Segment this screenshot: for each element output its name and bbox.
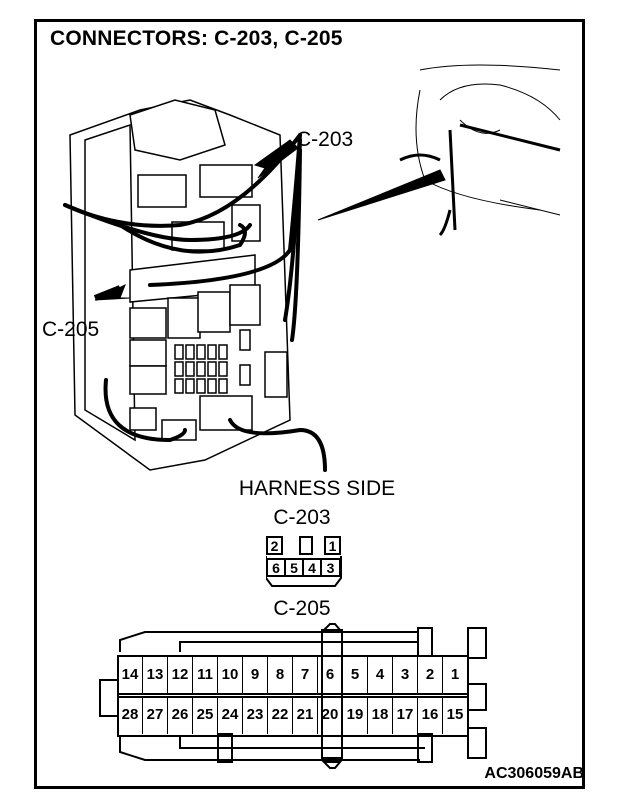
relay (229, 284, 261, 326)
c203-arrow (253, 139, 299, 179)
harness-side-label: HARNESS SIDE (238, 477, 396, 500)
c205-pin: 28 (118, 696, 143, 734)
diagram-frame (34, 19, 585, 789)
c205-pin: 16 (418, 696, 443, 734)
c205-pin: 15 (443, 696, 468, 734)
c205-pin: 6 (318, 656, 343, 694)
c205-pin: 26 (168, 696, 193, 734)
dashboard-location-inset (415, 64, 561, 216)
upper-connector (137, 174, 187, 208)
c205-pin: 25 (193, 696, 218, 734)
fuse-array (174, 329, 288, 398)
c205-pin: 10 (218, 656, 243, 694)
c205-pin: 13 (143, 656, 168, 694)
relay (129, 339, 167, 367)
c205-pin: 9 (243, 656, 268, 694)
upper-connector (199, 164, 253, 198)
c205-pin: 27 (143, 696, 168, 734)
dashboard-harness (399, 123, 561, 237)
c205-pin: 17 (393, 696, 418, 734)
c205-label: C-205 (273, 597, 331, 620)
c205-pin: 18 (368, 696, 393, 734)
c205-pin: 5 (343, 656, 368, 694)
c205-pin: 24 (218, 696, 243, 734)
diagram-title: CONNECTORS: C-203, C-205 (50, 27, 343, 50)
c205-pin: 12 (168, 656, 193, 694)
c205-pin: 4 (368, 656, 393, 694)
c205-pin: 19 (343, 696, 368, 734)
callout-c203: C-203 (296, 128, 354, 151)
c205-pin: 1 (443, 656, 468, 694)
c203-pin: 2 (266, 536, 283, 555)
figure-id: AC306059AB (484, 765, 584, 782)
c205-pin: 14 (118, 656, 143, 694)
c203-label: C-203 (273, 506, 331, 529)
c205-pin: 3 (393, 656, 418, 694)
callout-arrows (93, 139, 446, 301)
lower-connector (199, 395, 253, 431)
lower-connector (161, 419, 197, 441)
relay (129, 365, 167, 395)
harness-wires (63, 133, 327, 472)
relay (129, 307, 167, 339)
c205-pin: 22 (268, 696, 293, 734)
c205-pin: 23 (243, 696, 268, 734)
location-pointer (317, 169, 446, 221)
c205-pin: 11 (193, 656, 218, 694)
c205-pin: 21 (293, 696, 318, 734)
c205-pin: 7 (293, 656, 318, 694)
c205-pin: 8 (268, 656, 293, 694)
c203-outline (266, 556, 342, 587)
c203-pin: 1 (324, 536, 341, 555)
c205-pin: 20 (318, 696, 343, 734)
c205-pin: 2 (418, 656, 443, 694)
c203-empty-slot (299, 536, 313, 555)
callout-c205: C-205 (42, 318, 100, 341)
